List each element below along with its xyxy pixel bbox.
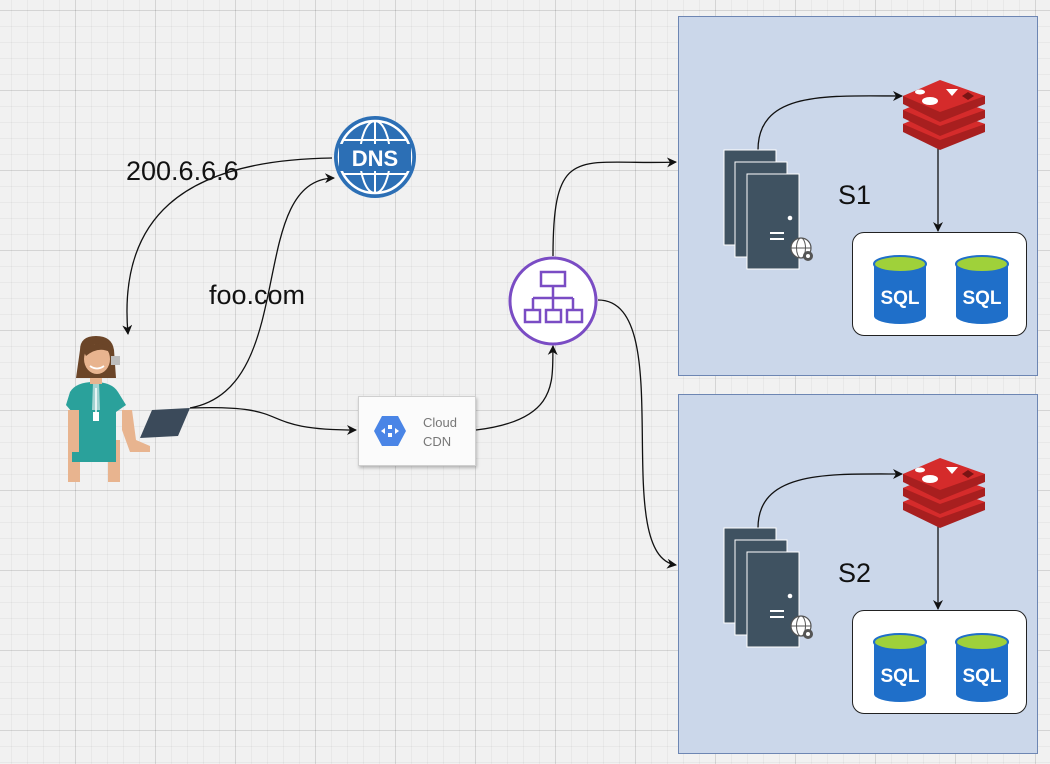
- arrow-server2-to-cache: [757, 468, 903, 529]
- domain-label: foo.com: [209, 280, 306, 310]
- redis-cache-icon[interactable]: [903, 458, 985, 528]
- arrow-server1-to-cache: [757, 90, 903, 151]
- user-with-tablet-icon[interactable]: [66, 336, 190, 482]
- sql-database-icon[interactable]: SQL: [955, 633, 1009, 702]
- arrow-balancer-to-s2: [597, 299, 677, 569]
- sql-database-icon[interactable]: SQL: [873, 633, 927, 702]
- cloud-cdn-label: Cloud CDN: [423, 413, 457, 451]
- sql-label: SQL: [962, 288, 1001, 309]
- arrow-user-to-dns: [189, 173, 335, 409]
- sql-label: SQL: [962, 666, 1001, 687]
- dns-globe-icon[interactable]: DNS: [334, 116, 416, 198]
- connectors: [122, 90, 943, 610]
- cloud-cdn-label-line2: CDN: [423, 434, 452, 449]
- sql-label: SQL: [880, 288, 919, 309]
- arrow-balancer-to-s1: [552, 157, 677, 257]
- cloud-cdn-icon: [374, 416, 406, 446]
- server2-label: S2: [838, 558, 872, 588]
- load-balancer-icon[interactable]: [508, 256, 598, 346]
- arrow-user-to-cdn: [189, 406, 357, 435]
- redis-cache-icon[interactable]: [903, 80, 985, 150]
- sql-label: SQL: [880, 666, 919, 687]
- server-stack-icon[interactable]: [723, 527, 813, 648]
- sql-database-icon[interactable]: SQL: [955, 255, 1009, 324]
- arrow-cdn-to-balancer: [475, 345, 558, 431]
- cloud-cdn-card[interactable]: Cloud CDN: [358, 396, 476, 466]
- dns-label: DNS: [352, 146, 398, 171]
- server-stack-icon[interactable]: [723, 149, 813, 270]
- ip-address-label: 200.6.6.6: [126, 156, 239, 186]
- sql-database-icon[interactable]: SQL: [873, 255, 927, 324]
- cloud-cdn-label-line1: Cloud: [423, 415, 457, 430]
- server1-label: S1: [838, 180, 872, 210]
- arrow-dns-to-user: [122, 157, 333, 335]
